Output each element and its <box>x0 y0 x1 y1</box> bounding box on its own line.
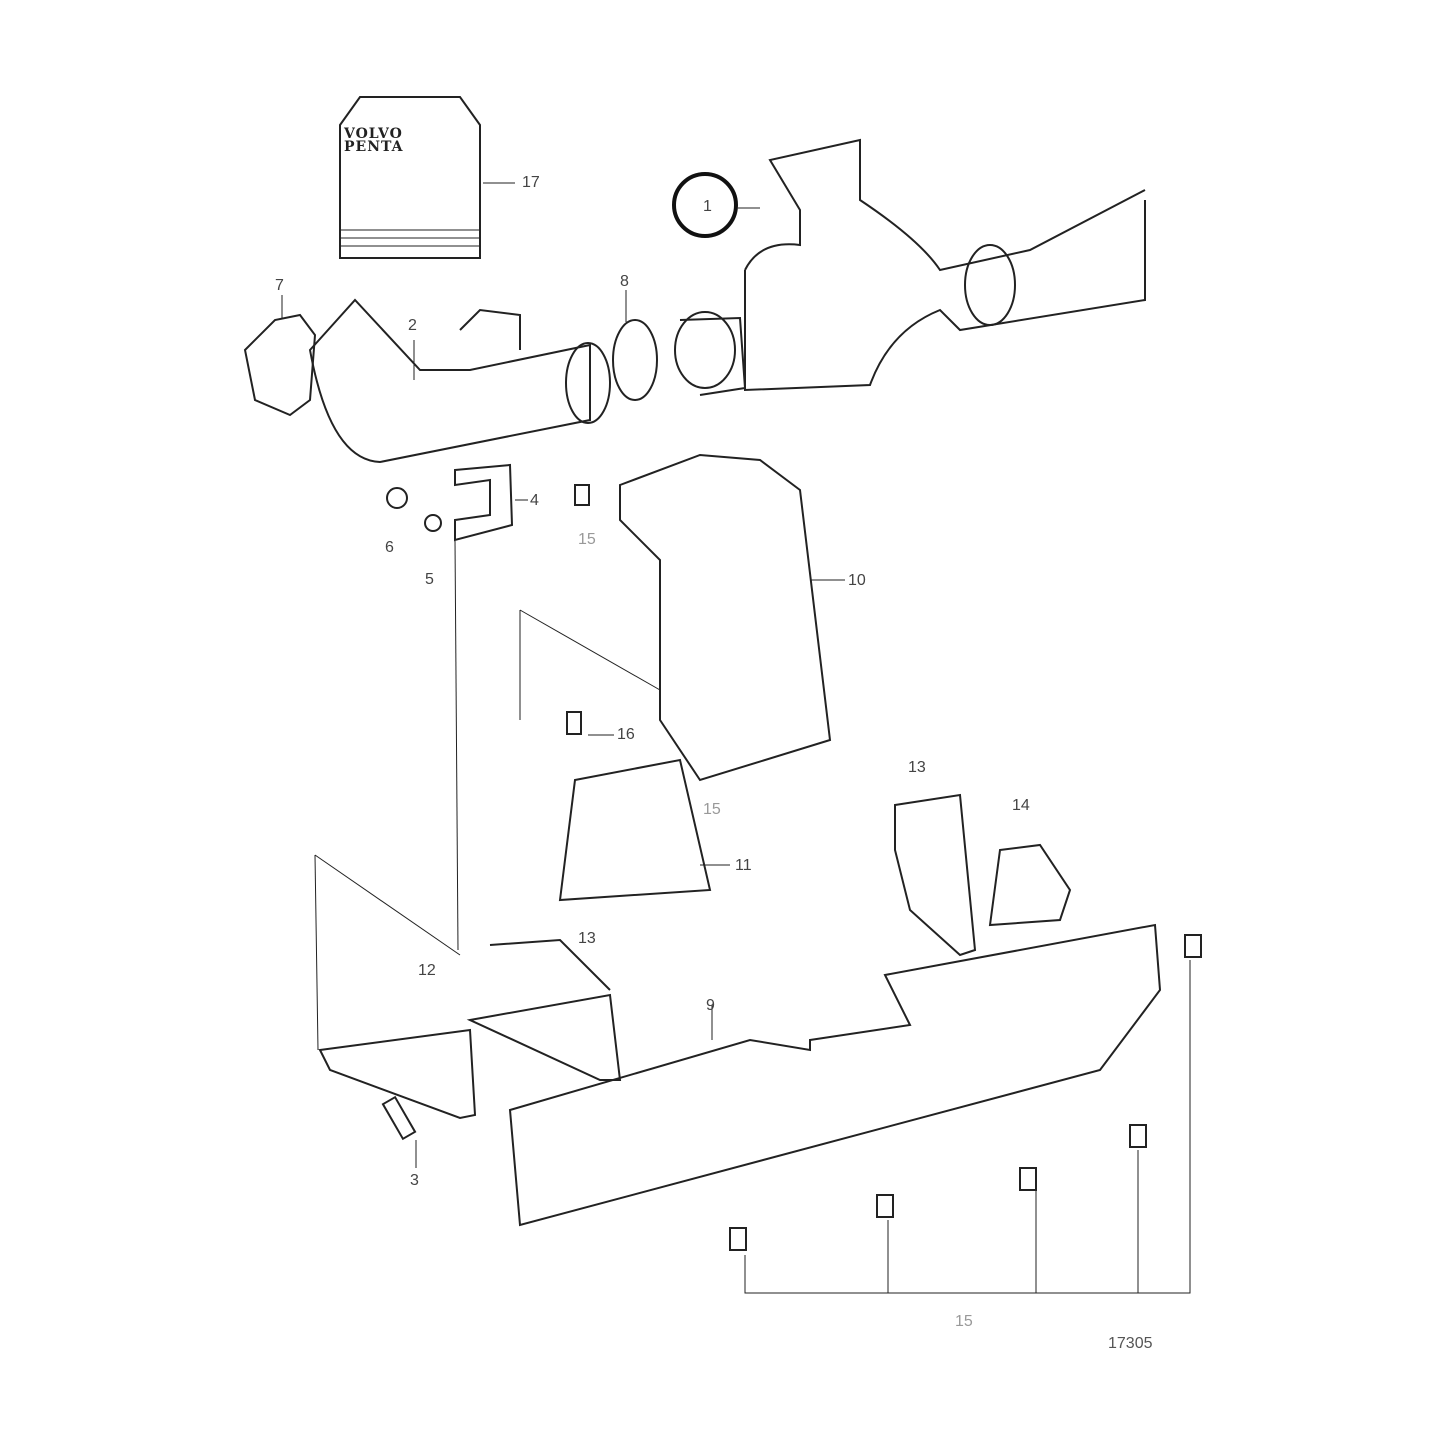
gasket-7 <box>243 313 317 417</box>
leader-15-bottom <box>744 960 1191 1294</box>
part-label-3[interactable]: 3 <box>410 1172 419 1189</box>
washer-5 <box>424 514 442 532</box>
manifold-section-2 <box>308 298 611 464</box>
bracket-12 <box>318 1028 477 1120</box>
screw-15-a <box>729 1227 747 1251</box>
heat-shield-9 <box>508 923 1162 1227</box>
part-label-17[interactable]: 17 <box>522 174 540 191</box>
part-label-15-bottom[interactable]: 15 <box>955 1313 973 1330</box>
part-label-13-left[interactable]: 13 <box>578 930 596 947</box>
heat-shield-10 <box>619 453 832 782</box>
part-label-4[interactable]: 4 <box>530 492 539 509</box>
spacer-6 <box>386 487 408 509</box>
gasket-kit-17 <box>339 96 515 259</box>
part-label-9[interactable]: 9 <box>706 997 715 1014</box>
part-label-2[interactable]: 2 <box>408 317 417 334</box>
part-label-11[interactable]: 11 <box>735 857 752 874</box>
part-label-5[interactable]: 5 <box>425 571 434 588</box>
part-label-6[interactable]: 6 <box>385 539 394 556</box>
gasket-4 <box>454 463 514 542</box>
screw-15-b <box>876 1194 894 1218</box>
screw-15-top <box>574 484 590 506</box>
highlight-circle <box>672 172 738 238</box>
screw-15-d <box>1129 1124 1147 1148</box>
part-label-15-top[interactable]: 15 <box>578 531 596 548</box>
part-label-14[interactable]: 14 <box>1012 797 1030 814</box>
gasket-14 <box>988 843 1072 927</box>
part-label-10[interactable]: 10 <box>848 572 866 589</box>
bracket-13-left <box>466 993 622 1081</box>
part-label-8[interactable]: 8 <box>620 273 629 290</box>
exhaust-manifold-1 <box>674 138 1146 396</box>
part-label-16[interactable]: 16 <box>617 726 635 743</box>
part-label-12[interactable]: 12 <box>418 962 436 979</box>
part-label-15-mid[interactable]: 15 <box>703 801 721 818</box>
screw-15-c <box>1019 1167 1037 1191</box>
bracket-13-right <box>894 793 977 957</box>
screw-16 <box>566 711 582 735</box>
bracket-11 <box>558 758 712 902</box>
sealing-ring-8 <box>612 319 658 401</box>
part-label-7[interactable]: 7 <box>275 277 284 294</box>
part-label-13-right[interactable]: 13 <box>908 759 926 776</box>
bolt-3 <box>381 1095 417 1141</box>
figure-number: 17305 <box>1108 1335 1153 1352</box>
part-label-1[interactable]: 1 <box>703 198 712 215</box>
bracket-13-left-arm <box>489 938 611 991</box>
screw-15-e <box>1184 934 1202 958</box>
